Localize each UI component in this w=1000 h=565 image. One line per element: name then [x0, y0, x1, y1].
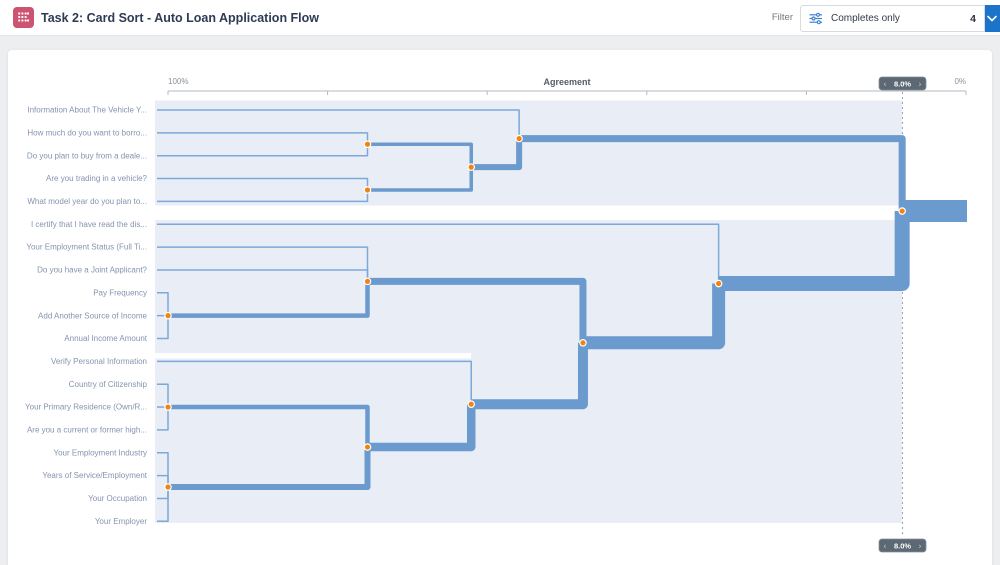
dendrogram-edge — [157, 360, 472, 405]
dendrogram-edge — [157, 109, 520, 139]
dendrogram-edge — [157, 144, 369, 157]
card-label: Are you a current or former high... — [27, 426, 147, 435]
filter-dropdown-button[interactable] — [985, 5, 1000, 32]
dendrogram-edge — [157, 474, 169, 488]
card-label: Do you have a Joint Applicant? — [37, 266, 147, 275]
page-title: Task 2: Card Sort - Auto Loan Applicatio… — [41, 11, 320, 25]
threshold-badge-bg — [878, 538, 927, 553]
dendrogram-edge — [157, 132, 369, 145]
merge-node-dot[interactable] — [579, 338, 587, 347]
dendrogram-edge — [168, 447, 371, 491]
card-label: Country of Citizenship — [69, 380, 148, 389]
axis-label-left: 100% — [168, 77, 188, 86]
card-label: Annual Income Amount — [64, 334, 147, 343]
threshold-prev-chevron-icon[interactable]: ‹ — [884, 542, 887, 551]
merge-node-dot[interactable] — [467, 400, 476, 408]
threshold-value: 8.0% — [894, 541, 911, 550]
dendrogram-edge — [367, 404, 476, 452]
merge-node-dot[interactable] — [164, 403, 172, 411]
cluster-shade — [155, 100, 902, 206]
card-label: Years of Service/Employment — [42, 471, 147, 480]
card-label: Your Employment Status (Full Ti... — [26, 243, 147, 252]
dendrogram-edge — [367, 167, 473, 192]
chevron-down-icon — [987, 15, 997, 22]
filter-value: Completes only — [831, 13, 900, 24]
merge-node-dot[interactable] — [467, 163, 476, 171]
card-label: Are you trading in a vehicle? — [46, 174, 148, 183]
agreement-threshold-badge-top[interactable]: 8.0% ‹ › — [878, 76, 927, 91]
dendrogram-edge — [718, 211, 910, 292]
dendrogram-edge — [157, 269, 369, 282]
dendrogram-edge — [367, 277, 587, 343]
dendrogram-edge — [157, 223, 720, 284]
merge-node-dot[interactable] — [164, 311, 172, 320]
threshold-badge-bg — [878, 76, 927, 91]
card-label: I certify that I have read the dis... — [31, 220, 147, 229]
card-label: Do you plan to buy from a deale... — [27, 151, 147, 160]
dendrogram-edge — [471, 138, 523, 171]
dendrogram-edge — [471, 342, 588, 410]
cluster-shade — [471, 353, 902, 359]
card-label: Information About The Vehicle Y... — [27, 106, 147, 115]
cluster-shade — [155, 358, 902, 523]
dendrogram-edge — [168, 281, 370, 318]
dendrogram-edge — [157, 292, 169, 316]
merge-node-dot[interactable] — [515, 134, 523, 143]
merge-node-dot[interactable] — [714, 279, 723, 288]
dendrogram-edge — [168, 404, 370, 448]
merge-node-dot[interactable] — [363, 443, 372, 451]
card-label: Add Another Source of Income — [38, 311, 148, 320]
card-label: How much do you want to borro... — [27, 128, 147, 137]
merge-node-dot[interactable] — [363, 140, 372, 149]
dendrogram-edge — [157, 189, 369, 203]
card-label: What model year do you plan to... — [27, 197, 147, 206]
card-label: Your Primary Residence (Own/R... — [25, 403, 147, 412]
threshold-next-chevron-icon[interactable]: › — [919, 80, 922, 89]
card-label: Pay Frequency — [93, 288, 147, 297]
card-label: Your Employment Industry — [53, 448, 147, 457]
agreement-threshold-badge-bottom[interactable]: 8.0% ‹ › — [878, 538, 927, 553]
threshold-value: 8.0% — [894, 79, 911, 88]
dendrogram-edge — [157, 487, 169, 523]
merge-node-dot[interactable] — [363, 277, 372, 286]
merge-node-dot[interactable] — [164, 483, 172, 491]
dendrogram-edge — [582, 283, 726, 350]
dendrogram-edge — [157, 315, 169, 340]
axis-label-right: 0% — [954, 77, 966, 86]
threshold-next-chevron-icon[interactable]: › — [919, 542, 922, 551]
axis-label-agreement: Agreement — [543, 77, 590, 87]
sliders-icon — [809, 12, 823, 25]
dendrogram-edge — [367, 142, 473, 168]
filter-select[interactable]: Completes only 4 — [800, 5, 985, 32]
merge-node-dot[interactable] — [363, 186, 372, 194]
dendrogram-edge — [157, 177, 369, 190]
dendrogram-edge — [157, 383, 169, 408]
dendrogram-edge — [519, 135, 906, 212]
filter-count: 4 — [970, 13, 976, 25]
dendrogram-edge — [157, 407, 169, 431]
card-label: Verify Personal Information — [51, 357, 147, 366]
card-label: Your Occupation — [88, 494, 147, 503]
filter-label: Filter — [771, 12, 793, 23]
card-label: Your Employer — [95, 517, 148, 526]
app-header: Task 2: Card Sort - Auto Loan Applicatio… — [0, 0, 1000, 36]
merge-node-dot[interactable] — [898, 207, 906, 215]
card-sort-icon — [13, 7, 34, 28]
threshold-prev-chevron-icon[interactable]: ‹ — [884, 80, 887, 89]
